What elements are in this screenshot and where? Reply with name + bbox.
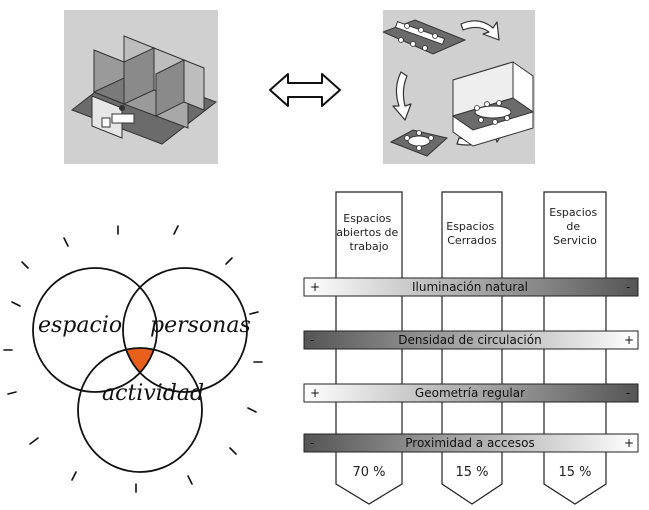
svg-text:Espacios de Se: Espacios de Servicio [549, 206, 600, 247]
column-1-percent: 70 % [352, 465, 385, 480]
column-2-percent: 15 % [455, 465, 488, 480]
bar-circulation-density: - Densidad de circulación + [303, 330, 639, 350]
venn-diagram: espacio personas actividad [3, 225, 263, 493]
bar-3-right-sign: - [626, 386, 630, 400]
venn-label-people: personas [150, 313, 251, 338]
bar-2-label: Densidad de circulación [398, 333, 541, 347]
venn-circle-activity [77, 347, 203, 473]
bar-3-left-sign: + [310, 386, 320, 400]
venn-label-space: espacio [38, 313, 122, 338]
bar-natural-lighting: + Iluminación natural - [303, 277, 639, 297]
svg-text:Espacios abiertos de: Espacios abiertos de trabajo [336, 212, 402, 253]
bar-2-right-sign: + [624, 333, 634, 347]
venn-circle-space [32, 267, 158, 393]
column-2-title-line-2: Cerrados [447, 234, 497, 247]
flexible-office-sketch [383, 10, 535, 164]
column-1-title-line-2: abiertos de [336, 226, 398, 239]
venn-circle-people [122, 267, 248, 393]
criteria-chart: Espacios abiertos de trabajo 70 % Espaci… [303, 191, 639, 505]
bar-4-label: Proximidad a accesos [405, 436, 534, 450]
bar-4-left-sign: - [310, 436, 314, 450]
bar-2-left-sign: - [310, 333, 314, 347]
column-3-percent: 15 % [558, 465, 591, 480]
column-2-title-line-1: Espacios [446, 220, 494, 233]
double-arrow-icon [269, 73, 341, 107]
venn-label-activity: actividad [102, 381, 204, 406]
column-1-title-line-1: Espacios [343, 212, 391, 225]
bar-3-label: Geometría regular [415, 386, 525, 400]
bar-1-right-sign: - [626, 280, 630, 294]
bar-1-label: Iluminación natural [412, 280, 528, 294]
svg-text:Espacios Cerrados: Espacios Cerrados [446, 220, 497, 247]
column-3-title-line-2: de [566, 220, 580, 233]
bar-4-right-sign: + [624, 436, 634, 450]
column-3-title-line-3: Servicio [553, 234, 597, 247]
bar-1-left-sign: + [310, 280, 320, 294]
bar-regular-geometry: + Geometría regular - [303, 383, 639, 403]
bar-access-proximity: - Proximidad a accesos + [303, 433, 639, 453]
column-3-title-line-1: Espacios [549, 206, 597, 219]
column-1-title-line-3: trabajo [349, 240, 388, 253]
cubicle-office-sketch [64, 10, 218, 164]
